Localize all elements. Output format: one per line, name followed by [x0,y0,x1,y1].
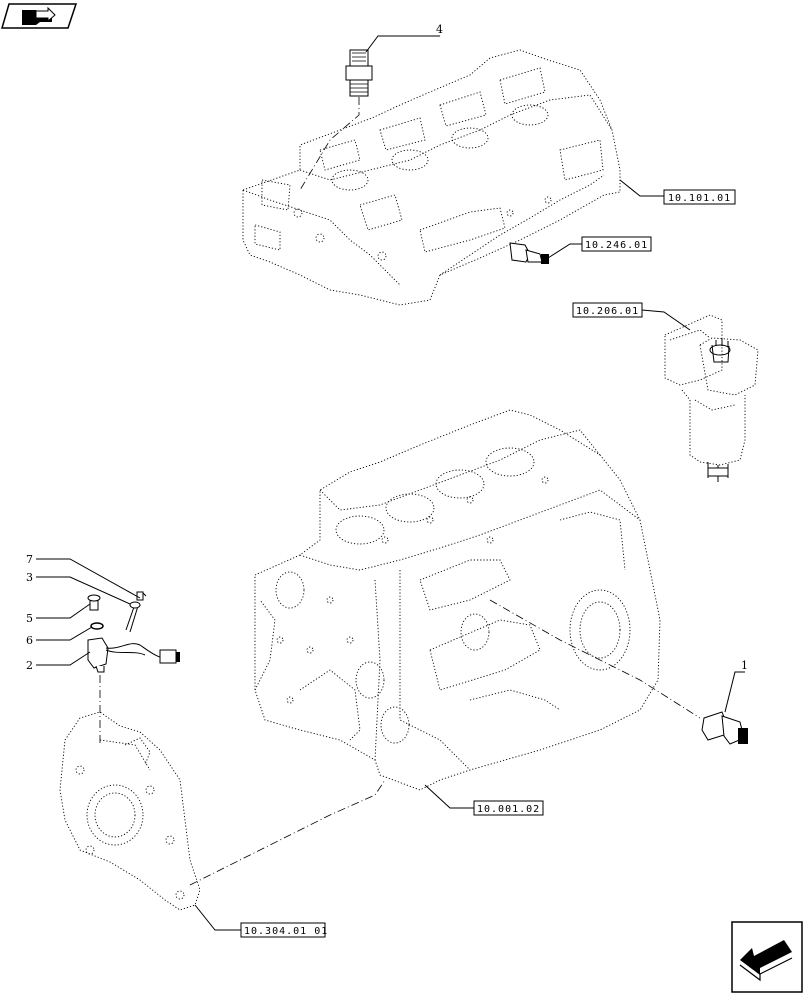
svg-text:10.206.01: 10.206.01 [576,306,639,317]
head-temperature-sensor [509,242,549,264]
callout-1: 1 [741,659,748,672]
ref-cylinder-head[interactable]: 10.101.01 [663,189,736,205]
part-4-sensor [345,49,373,97]
ref-fuel-filter[interactable]: 10.206.01 [572,302,643,318]
callout-3: 3 [26,571,33,584]
flywheel-housing-drawing [59,711,201,911]
svg-text:10.101.01: 10.101.01 [668,193,731,204]
top-left-nav-button[interactable] [1,3,78,29]
bottom-right-nav-button[interactable] [731,921,803,993]
cylinder-head-drawing [242,49,621,306]
callout-2: 2 [26,659,33,672]
callout-7: 7 [26,553,33,566]
book-arrow-icon [22,6,56,25]
svg-text:10.304.01 01: 10.304.01 01 [244,926,328,937]
ref-flywheel-housing[interactable]: 10.304.01 01 [240,922,328,938]
engine-block-drawing [254,409,661,791]
arrow-down-left-icon [739,940,793,982]
ref-engine-block[interactable]: 10.001.02 [473,800,544,816]
callout-5: 5 [26,612,33,625]
callout-4: 4 [436,23,443,36]
callout-6: 6 [26,634,33,647]
cam-sensor-assembly [87,591,180,673]
svg-text:10.246.01: 10.246.01 [585,240,648,251]
fuel-filter-drawing [664,314,759,482]
svg-text:10.001.02: 10.001.02 [477,804,540,815]
ref-sensor-head[interactable]: 10.246.01 [581,236,652,252]
part-1-sensor [701,711,748,745]
